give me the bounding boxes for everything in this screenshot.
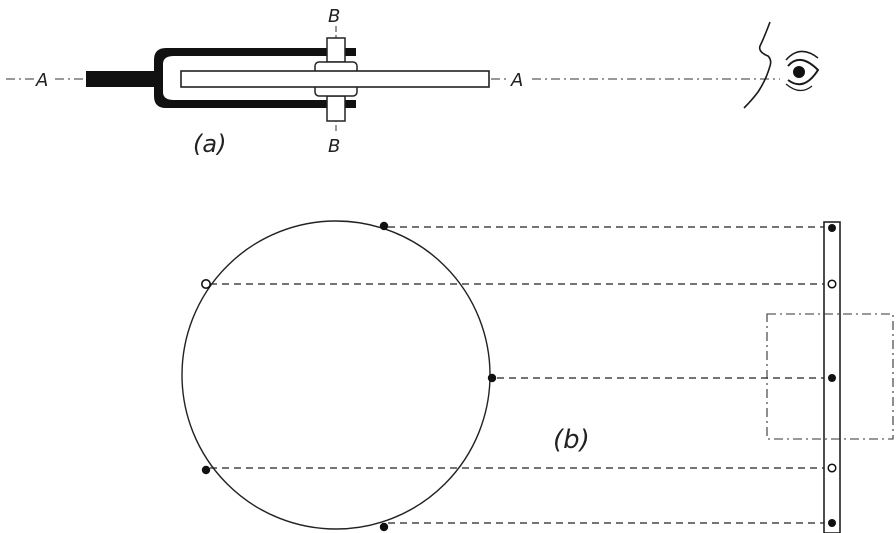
strip-dot — [828, 224, 836, 232]
disc-dot — [379, 221, 389, 231]
figure-b: (b) — [181, 220, 894, 533]
disc-face — [181, 220, 491, 530]
strip-dot — [828, 519, 836, 527]
disc-dot — [379, 522, 389, 532]
strip-dot — [827, 463, 837, 473]
disc-edge-view — [180, 70, 490, 88]
disc-dot — [201, 278, 212, 289]
axis-label-left: A — [35, 70, 48, 91]
caption-b: (b) — [553, 425, 590, 455]
strip-dot — [827, 279, 837, 289]
caption-a: (a) — [193, 130, 226, 158]
handle — [86, 71, 156, 87]
axis-label-right: A — [510, 70, 523, 91]
eye-icon — [743, 21, 820, 109]
figure-a: A A B B (a) — [6, 6, 820, 158]
shaft-top — [326, 37, 346, 63]
aperture-frame — [766, 313, 894, 440]
shaft-bottom — [326, 95, 346, 122]
shaft-label-top: B — [328, 6, 340, 27]
strip-dot — [828, 374, 836, 382]
disc-dot — [487, 373, 497, 383]
shaft-label-bottom: B — [328, 136, 340, 157]
disc-dot — [201, 465, 211, 475]
